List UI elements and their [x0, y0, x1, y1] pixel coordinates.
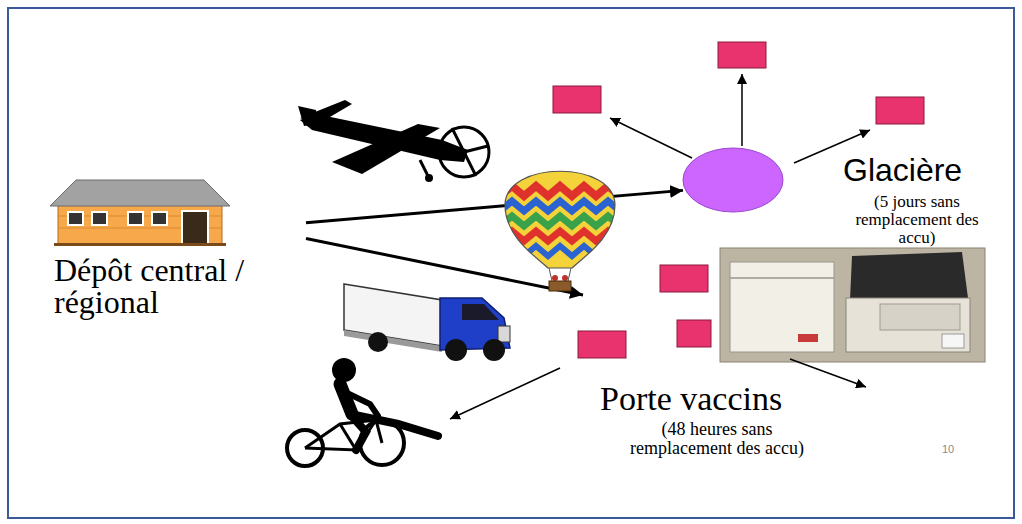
airplane-icon: [298, 100, 489, 182]
balloon-outline: [505, 171, 615, 268]
cooler-box: [730, 262, 834, 352]
balloon-passenger: [552, 275, 558, 281]
truck-icon: [344, 284, 510, 361]
distribution-symbols: [450, 42, 924, 419]
flow-arrow: [306, 190, 683, 222]
slide-frame: [8, 8, 1014, 518]
bicycle-frame: [305, 424, 356, 450]
carrier-note: (48 heures sans remplacement des accu): [617, 420, 817, 458]
health-post-box: [876, 97, 924, 124]
balloon-stripe: [500, 186, 620, 196]
carrier-title: Porte vaccins: [600, 380, 850, 417]
truck-grille: [498, 326, 510, 342]
depot-node: Dépôt central / régional: [52, 178, 306, 322]
cold-box-note: (5 jours sans remplacement des accu): [843, 193, 991, 247]
vaccine-pack: [942, 334, 964, 348]
leader-arrow: [741, 74, 743, 146]
leader-arrow: [610, 118, 692, 158]
house-window: [92, 212, 107, 225]
cooler-photo: [720, 248, 985, 362]
truck-wheel: [483, 339, 505, 361]
cold-box-node: Glacière (5 jours sans remplacement des a…: [683, 145, 995, 251]
health-post-box: [660, 265, 708, 292]
health-post-box: [553, 86, 601, 113]
depot-label: Dépôt central / régional: [54, 254, 302, 318]
truck-wheel: [368, 332, 388, 352]
cyclist-torso: [340, 384, 352, 414]
photo-background: [720, 248, 985, 362]
airplane-propeller-disc: [439, 127, 489, 177]
truck-chassis: [344, 330, 442, 352]
house-icon: [50, 180, 230, 246]
balloon-stripe: [500, 201, 620, 211]
leader-arrow: [450, 368, 560, 419]
house-window: [128, 212, 143, 225]
airplane-wheel: [425, 174, 433, 182]
carrier-tray: [880, 304, 960, 330]
balloon-icon: [500, 160, 620, 291]
cold-box-title: Glacière: [843, 153, 983, 188]
airplane-propeller-blade: [440, 146, 488, 158]
carrier-body: [846, 298, 970, 352]
carrier-lid: [850, 252, 968, 300]
balloon-stripe: [500, 216, 620, 226]
cyclist-head: [332, 358, 356, 382]
cyclist-icon: [287, 358, 438, 466]
carrier-node: Porte vaccins(48 heures sans remplacemen…: [583, 248, 990, 462]
house-roof: [50, 180, 230, 206]
balloon-basket: [549, 281, 571, 291]
cooler-label: [798, 334, 818, 342]
balloon-stripe: [500, 246, 620, 256]
house-base: [54, 243, 226, 246]
truck-wheel: [445, 339, 467, 361]
health-post-box: [578, 331, 626, 358]
leader-arrow: [790, 359, 866, 387]
airplane-gear: [420, 160, 428, 176]
house-door: [182, 211, 208, 244]
balloon-fill: [500, 160, 620, 270]
airplane-stabilizer: [300, 100, 352, 124]
balloon-passenger: [562, 275, 568, 281]
house-window: [152, 212, 167, 225]
house-wall: [58, 204, 222, 244]
balloon-envelope: [500, 160, 620, 270]
health-post-box: [677, 320, 711, 347]
balloon-rope: [568, 268, 571, 281]
cooler-lid-line: [730, 277, 834, 279]
cold-box-circle: [683, 148, 783, 212]
health-post-box: [718, 42, 766, 68]
page-number: 10: [942, 443, 954, 455]
truck-window: [462, 304, 499, 320]
balloon-rope: [549, 268, 552, 281]
bicycle-frame: [305, 420, 382, 448]
cyclist-leg: [350, 414, 438, 436]
house-window: [68, 212, 83, 225]
